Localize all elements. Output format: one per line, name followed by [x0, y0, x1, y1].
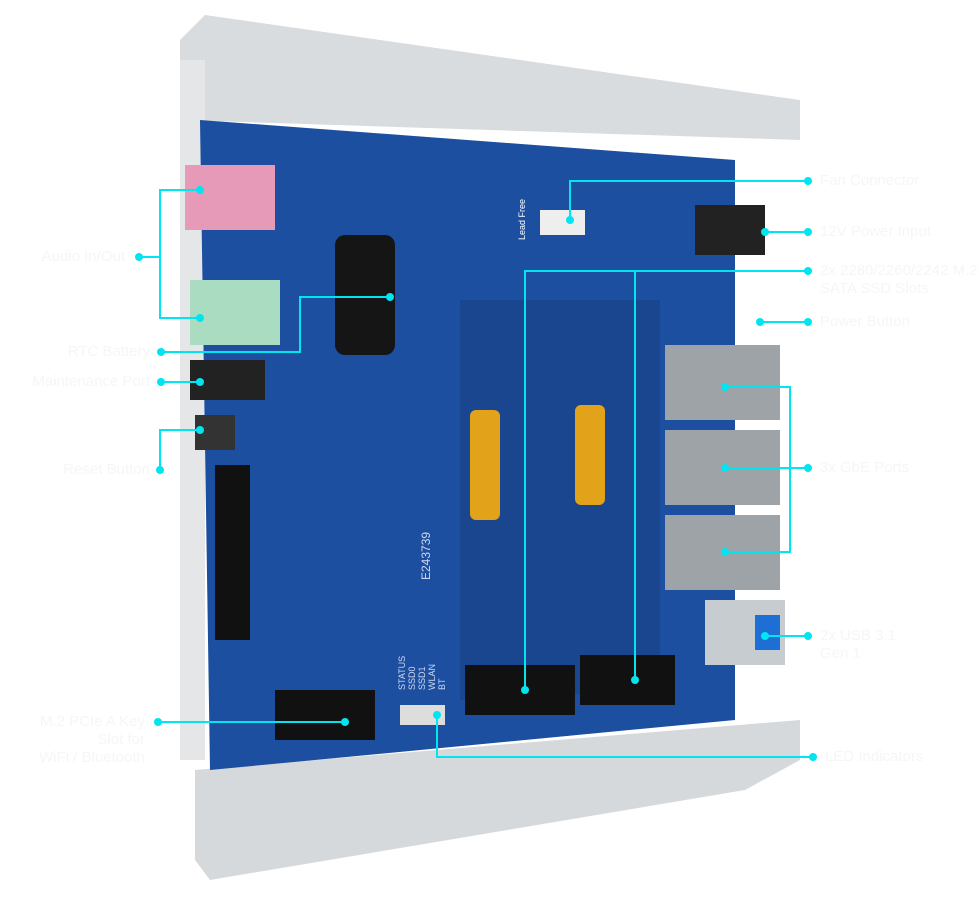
- label-audio: Audio In/Out: [41, 248, 125, 265]
- standoff-2: [575, 405, 605, 505]
- label-reset-button: Reset Button: [63, 461, 150, 478]
- label-led-indicators: LED Indicators: [825, 748, 924, 765]
- label-m2-wifi-line2: Slot for: [97, 731, 145, 748]
- m2-slot-ssd-2: [580, 655, 675, 705]
- label-ssd-line2: SATA SSD Slots: [820, 280, 929, 297]
- label-maintenance-port: Maintenance Port: [32, 373, 150, 390]
- label-m2-wifi-line3: WiFi / Bluetooth: [39, 749, 145, 766]
- silk-ssd0: SSD0: [407, 666, 417, 690]
- label-usb-line2: Gen 1: [820, 645, 861, 662]
- silk-lead-free: Lead Free: [517, 199, 527, 240]
- audio-jack-green: [190, 280, 280, 345]
- fan-connector: [540, 210, 585, 235]
- label-gbe-ports: 3x GbE Ports: [820, 459, 910, 476]
- standoff-1: [470, 410, 500, 520]
- label-rtc-battery: RTC Battery: [67, 343, 150, 360]
- silk-serial: E243739: [419, 532, 433, 580]
- chassis-top: [180, 15, 800, 140]
- usb-port-blue: [755, 615, 780, 650]
- label-power-input: 12V Power Input: [820, 223, 931, 240]
- m2-slot-ssd-1: [465, 665, 575, 715]
- ethernet-port-1: [665, 345, 780, 420]
- silk-bt: BT: [437, 678, 447, 690]
- label-fan-connector: Fan Connector: [820, 172, 920, 189]
- silk-wlan: WLAN: [427, 664, 437, 690]
- label-m2-wifi: M.2 PCIe A Key Slot for WiFi / Bluetooth: [39, 713, 145, 767]
- audio-jack-pink: [185, 165, 275, 230]
- label-m2-wifi-line1: M.2 PCIe A Key: [39, 713, 145, 730]
- label-ssd-slots: 2x 2280/2260/2242 M.2 SATA SSD Slots: [820, 262, 978, 298]
- chassis-bottom: [195, 720, 800, 880]
- label-ssd-line1: 2x 2280/2260/2242 M.2: [820, 262, 978, 279]
- pcb-shade: [460, 300, 660, 700]
- silk-status: STATUS: [397, 656, 407, 690]
- callout-lines: [139, 180, 813, 758]
- rtc-battery: [335, 235, 395, 355]
- label-power-button: Power Button: [820, 313, 911, 330]
- label-usb: 2x USB 3.1 Gen 1: [820, 627, 896, 663]
- silk-ssd1: SSD1: [417, 666, 427, 690]
- label-usb-line1: 2x USB 3.1: [820, 627, 896, 644]
- power-jack: [695, 205, 765, 255]
- callout-dots: [135, 177, 817, 761]
- m2-slot-wifi: [275, 690, 375, 740]
- gpio-header: [215, 465, 250, 640]
- led-indicators: [400, 705, 445, 725]
